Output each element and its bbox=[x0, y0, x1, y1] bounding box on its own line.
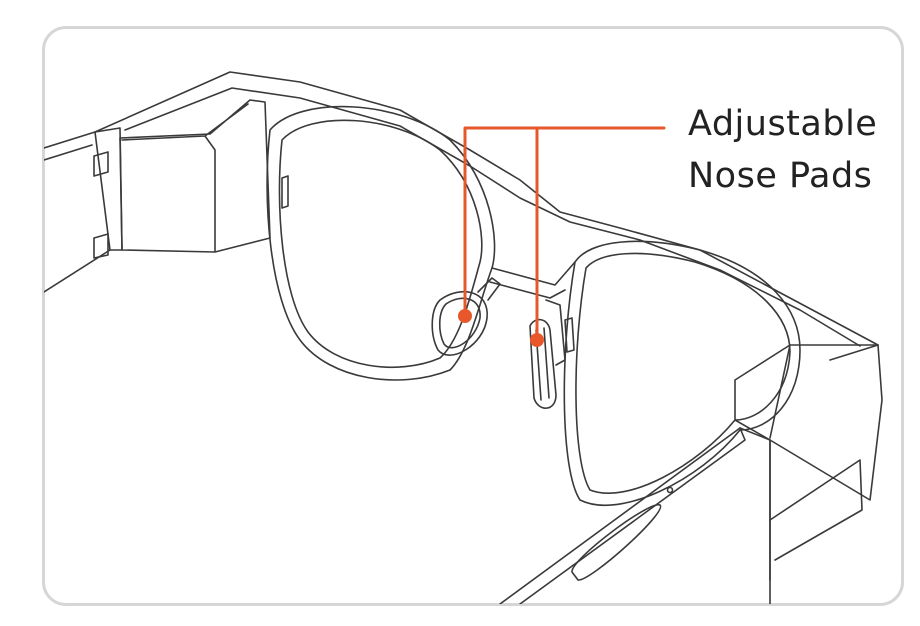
left-nose-pad bbox=[431, 277, 501, 356]
right-pad-marker bbox=[530, 333, 544, 347]
left-pad-marker bbox=[458, 309, 472, 323]
temple-touch-strip bbox=[571, 504, 662, 581]
callout-label-line1: Adjustable bbox=[688, 104, 878, 144]
callout-label-line2: Nose Pads bbox=[688, 156, 873, 196]
right-lens-rim bbox=[563, 240, 801, 506]
left-lens-rim bbox=[266, 105, 496, 381]
frame-top bbox=[94, 71, 879, 346]
right-nose-pad bbox=[529, 299, 566, 409]
bridge bbox=[489, 261, 576, 299]
illustration-card bbox=[42, 26, 904, 606]
right-temple bbox=[499, 427, 863, 604]
callout-leader bbox=[463, 126, 666, 342]
left-temple bbox=[44, 127, 123, 293]
right-hinge-block bbox=[734, 344, 883, 501]
